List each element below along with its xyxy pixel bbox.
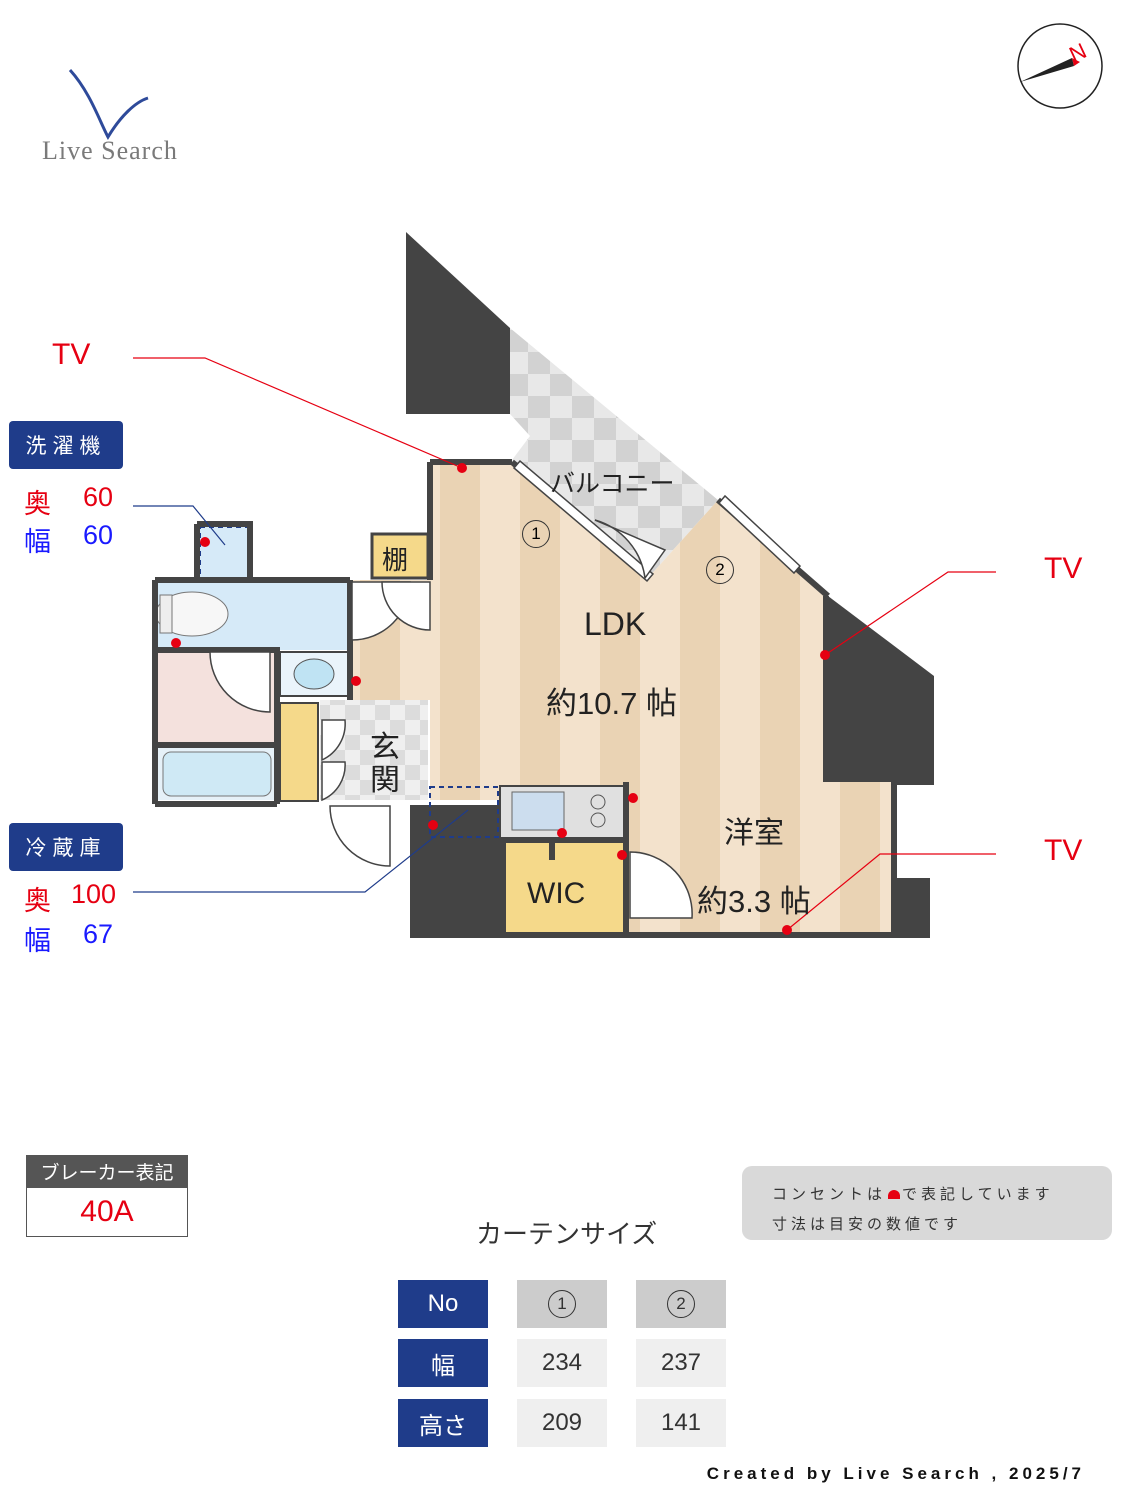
curtain-header-no: No bbox=[398, 1280, 488, 1328]
bathtub bbox=[162, 751, 272, 797]
fridge-tag: 冷蔵庫 bbox=[9, 823, 123, 871]
credit-text: Created by Live Search , 2025/7 bbox=[706, 1464, 1085, 1483]
balcony-label: バルコニー bbox=[550, 470, 675, 498]
tv-label-right-bottom: TV bbox=[1044, 834, 1083, 867]
note-line-2: 寸法は目安の数値です bbox=[772, 1216, 963, 1233]
curtain-col2-height: 141 bbox=[636, 1399, 726, 1447]
note-line-1: コンセントはで表記しています bbox=[772, 1180, 1112, 1210]
washer-width-row: 幅 60 bbox=[24, 520, 113, 559]
curtain-col2-width: 237 bbox=[636, 1339, 726, 1387]
washer-space bbox=[199, 526, 249, 580]
curtain-col2-no: 2 bbox=[667, 1290, 695, 1318]
interior-walls bbox=[152, 459, 930, 938]
note-line-1-a: コンセントは bbox=[772, 1186, 887, 1203]
balcony-floor bbox=[510, 328, 718, 578]
outlet-icon bbox=[888, 1190, 901, 1199]
door-swings bbox=[209, 519, 693, 919]
breaker-title: ブレーカー表記 bbox=[26, 1155, 188, 1187]
western-room-label: 洋室 bbox=[724, 817, 784, 850]
ldk-floor bbox=[350, 462, 828, 800]
curtain-col1-height: 209 bbox=[517, 1399, 607, 1447]
curtain-col2-no-cell: 2 bbox=[636, 1280, 726, 1328]
windows bbox=[512, 459, 802, 583]
fridge-width-value: 67 bbox=[83, 919, 114, 949]
fridge-width-label: 幅 bbox=[24, 926, 51, 956]
washer-depth-row: 奥 60 bbox=[24, 482, 113, 521]
tv-label-left: TV bbox=[52, 338, 91, 371]
curtain-header-height: 高さ bbox=[398, 1399, 488, 1447]
tv-label-right-top: TV bbox=[1044, 552, 1083, 585]
outlets bbox=[171, 463, 830, 935]
window-1-number: 1 bbox=[522, 520, 550, 548]
wic-label: WIC bbox=[527, 877, 586, 910]
curtain-header-width: 幅 bbox=[398, 1339, 488, 1387]
window-2-number: 2 bbox=[706, 556, 734, 584]
note-line-1-b: で表記しています bbox=[902, 1186, 1054, 1203]
washer-width-value: 60 bbox=[83, 520, 114, 550]
wall-column-right bbox=[828, 596, 934, 785]
dimension-leader-lines bbox=[133, 505, 469, 893]
curtain-col1-no: 1 bbox=[548, 1290, 576, 1318]
window-2-marker: 2 bbox=[706, 556, 734, 584]
fridge-depth-row: 奥 100 bbox=[24, 879, 116, 918]
fridge-width-row: 幅 67 bbox=[24, 919, 113, 958]
logo-text: Live Search bbox=[42, 136, 178, 165]
wall-column-bottom-left bbox=[410, 805, 506, 938]
shoe-cabinet bbox=[279, 702, 319, 802]
tv-leader-lines bbox=[133, 357, 996, 931]
stove-2 bbox=[590, 812, 606, 828]
curtain-title: カーテンサイズ bbox=[476, 1219, 658, 1249]
shelf-label: 棚 bbox=[382, 545, 409, 575]
ldk-size: 約10.7 帖 bbox=[546, 686, 677, 721]
wall-column-bottom-right bbox=[892, 878, 930, 938]
entrance-label-2: 関 bbox=[370, 764, 400, 797]
washer-depth-value: 60 bbox=[83, 482, 114, 512]
washer-tag: 洗濯機 bbox=[9, 421, 123, 469]
washer-width-label: 幅 bbox=[24, 527, 51, 557]
fridge-depth-label: 奥 bbox=[24, 886, 51, 916]
outlet-note: コンセントはで表記しています 寸法は目安の数値です bbox=[742, 1166, 1112, 1240]
western-room-size: 約3.3 帖 bbox=[697, 884, 811, 919]
curtain-col1-no-cell: 1 bbox=[517, 1280, 607, 1328]
floor-plan bbox=[133, 232, 996, 938]
entrance-label-1: 玄 bbox=[370, 731, 400, 764]
compass-icon bbox=[1017, 23, 1103, 109]
toilet-tank bbox=[159, 594, 173, 634]
logo-mark bbox=[68, 68, 149, 141]
curtain-col1-width: 234 bbox=[517, 1339, 607, 1387]
washer-depth-label: 奥 bbox=[24, 489, 51, 519]
kitchen-sink bbox=[511, 791, 565, 831]
fridge-space bbox=[429, 786, 499, 838]
breaker-value: 40A bbox=[26, 1187, 188, 1237]
wall-column-top bbox=[406, 232, 510, 414]
stove-1 bbox=[590, 794, 606, 810]
vanity-sink bbox=[293, 658, 335, 690]
ldk-label: LDK bbox=[584, 606, 647, 642]
wic-floor bbox=[506, 840, 624, 935]
fridge-depth-value: 100 bbox=[71, 879, 117, 909]
compass: N bbox=[1016, 22, 1104, 110]
window-1-marker: 1 bbox=[522, 520, 550, 548]
